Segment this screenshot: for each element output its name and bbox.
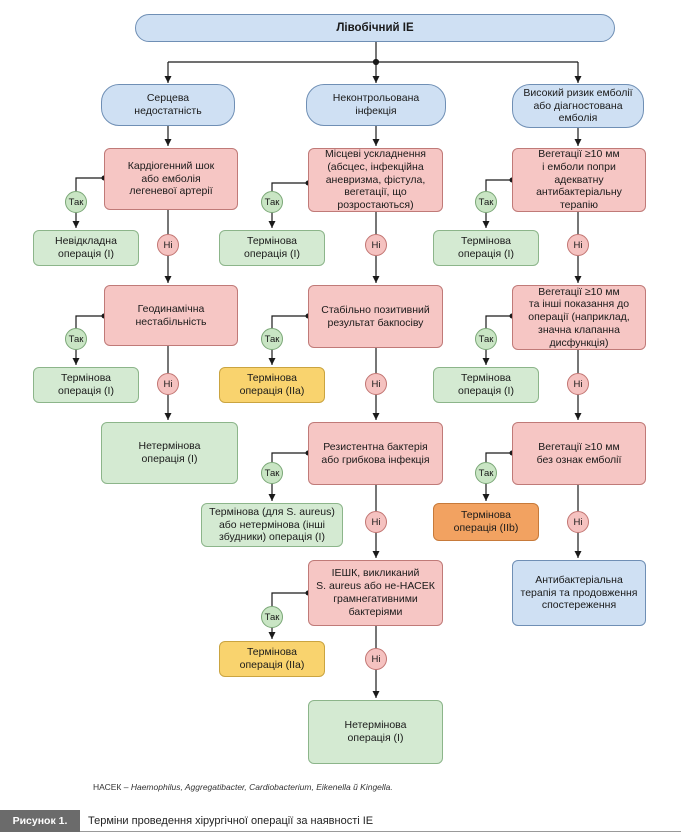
left-urgent-surgery: Термінова операція (І) — [33, 367, 139, 403]
root-node: Лівобічний ІЕ — [135, 14, 615, 42]
left-elective-surgery: Нетермінова операція (І) — [101, 422, 238, 484]
mid-urgent-surgery-1: Термінова операція (І) — [219, 230, 325, 266]
mid-urgent-surgery-2a: Термінова операція (ІІа) — [219, 367, 325, 403]
yes-marker: Так — [475, 328, 497, 350]
footnote-organisms: Haemophilus, Aggregatibacter, Cardiobact… — [130, 782, 393, 792]
right-vegetation-no-emboli: Вегетації ≥10 мм без ознак емболії — [512, 422, 646, 485]
no-marker: Ні — [157, 373, 179, 395]
yes-marker: Так — [261, 328, 283, 350]
left-emergency-surgery: Невідкладна операція (І) — [33, 230, 139, 266]
yes-marker: Так — [261, 606, 283, 628]
figure-title: Терміни проведення хірургічної операції … — [88, 815, 374, 827]
branch-heart-failure: Серцева недостатність — [101, 84, 235, 126]
yes-marker: Так — [475, 462, 497, 484]
left-cardiogenic-shock: Кардіогенний шок або емболія легеневої а… — [104, 148, 238, 210]
no-marker: Ні — [365, 373, 387, 395]
mid-local-complications: Місцеві ускладнення (абсцес, інфекційна … — [308, 148, 443, 212]
yes-marker: Так — [261, 191, 283, 213]
mid-elective-surgery: Нетермінова операція (І) — [308, 700, 443, 764]
branch-uncontrolled-infection: Неконтрольована інфекція — [306, 84, 446, 126]
footnote-prefix: НАСЕК – — [93, 782, 131, 792]
no-marker: Ні — [365, 648, 387, 670]
no-marker: Ні — [157, 234, 179, 256]
figure-caption: Рисунок 1. Терміни проведення хірургічно… — [0, 810, 681, 832]
mid-persistent-culture: Стабільно позитивний результат бакпосіву — [308, 285, 443, 348]
mid-resistant-bacteria: Резистентна бактерія або грибкова інфекц… — [308, 422, 443, 485]
no-marker: Ні — [567, 373, 589, 395]
yes-marker: Так — [261, 462, 283, 484]
right-vegetation-emboli: Вегетації ≥10 мм і емболи попри адекватн… — [512, 148, 646, 212]
right-urgent-surgery-2b: Термінова операція (ІІb) — [433, 503, 539, 541]
right-vegetation-other-indications: Вегетації ≥10 мм та інші показання до оп… — [512, 285, 646, 350]
hacek-footnote: НАСЕК – Haemophilus, Aggregatibacter, Ca… — [93, 782, 393, 792]
no-marker: Ні — [365, 511, 387, 533]
mid-pve-saureus: ІЕШК, викликаний S. aureus або не-НАСЕК … — [308, 560, 443, 626]
yes-marker: Так — [65, 328, 87, 350]
right-urgent-surgery-1: Термінова операція (І) — [433, 230, 539, 266]
figure-label: Рисунок 1. — [0, 810, 80, 832]
no-marker: Ні — [567, 234, 589, 256]
yes-marker: Так — [475, 191, 497, 213]
mid-urgent-surgery-2a-b: Термінова операція (ІІа) — [219, 641, 325, 677]
no-marker: Ні — [365, 234, 387, 256]
yes-marker: Так — [65, 191, 87, 213]
right-urgent-surgery-2: Термінова операція (І) — [433, 367, 539, 403]
mid-urgent-or-elective-surgery: Термінова (для S. aureus) або нетермінов… — [201, 503, 343, 547]
no-marker: Ні — [567, 511, 589, 533]
left-hemodynamic-instability: Геодинамічна нестабільність — [104, 285, 238, 346]
right-antibiotic-followup: Антибактеріальна терапія та продовження … — [512, 560, 646, 626]
branch-embolism-risk: Високий ризик емболії або діагностована … — [512, 84, 644, 128]
